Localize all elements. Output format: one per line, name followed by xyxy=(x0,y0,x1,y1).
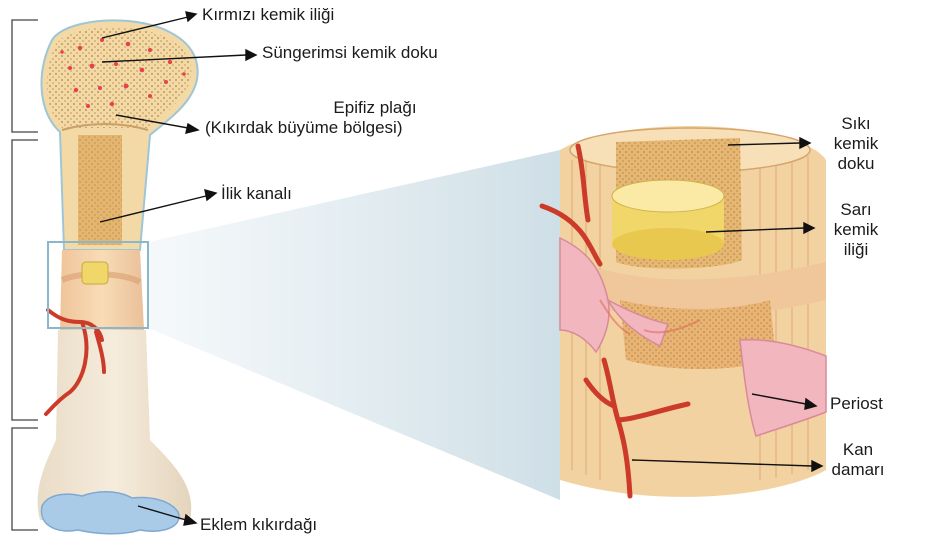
label-compact-bone-2: kemik xyxy=(826,134,886,154)
label-marrow-cavity: İlik kanalı xyxy=(221,184,292,204)
label-compact-bone-1: Sıkı xyxy=(826,114,886,134)
label-blood-vessel-1: Kan xyxy=(826,440,890,460)
label-blood-vessel-2: damarı xyxy=(826,460,890,480)
label-epiphyseal-plate: Epifiz plağı xyxy=(300,98,450,118)
label-epiphyseal-plate-sub: (Kıkırdak büyüme bölgesi) xyxy=(205,118,402,138)
label-periosteum: Periost xyxy=(830,394,883,414)
label-yellow-marrow-1: Sarı xyxy=(826,200,886,220)
label-articular-cartilage: Eklem kıkırdağı xyxy=(200,515,317,535)
zoom-projection xyxy=(148,150,560,500)
label-yellow-marrow-2: kemik xyxy=(826,220,886,240)
label-yellow-marrow-3: iliği xyxy=(826,240,886,260)
left-brackets xyxy=(12,20,38,530)
label-compact-bone-3: doku xyxy=(826,154,886,174)
label-spongy-bone: Süngerimsi kemik doku xyxy=(262,43,438,63)
enlarged-section xyxy=(542,126,826,497)
label-red-marrow: Kırmızı kemik iliği xyxy=(202,5,334,25)
